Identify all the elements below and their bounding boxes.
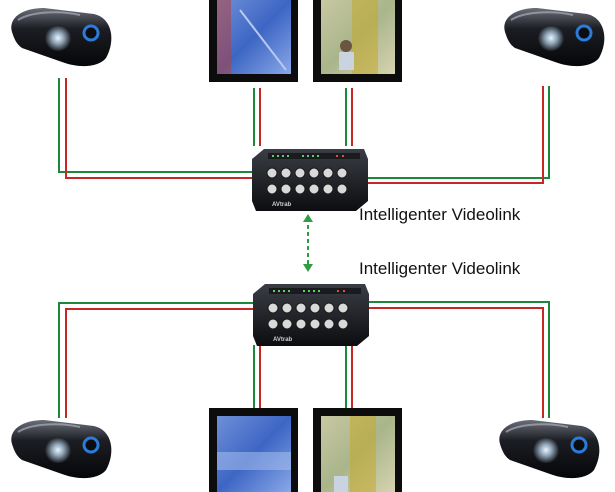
dashed-double-arrow-icon xyxy=(303,214,313,272)
cable-top-left-camera xyxy=(58,78,252,173)
dome-camera-icon xyxy=(11,420,112,479)
cable-bottom-left-camera-red xyxy=(65,308,253,418)
lower-link-label: Intelligenter Videolink xyxy=(359,259,521,278)
cable-bottom-right-camera xyxy=(369,301,550,418)
video-monitor-icon xyxy=(313,408,402,492)
switch-brand-label: AVtrab xyxy=(272,202,292,208)
cable-bottom-right-camera-red xyxy=(369,307,544,418)
video-monitor-icon xyxy=(209,0,298,82)
upper-link-label: Intelligenter Videolink xyxy=(359,205,521,224)
network-switch-icon: AVtrab xyxy=(253,284,369,346)
cable-top-right-camera xyxy=(368,86,550,179)
dome-camera-icon xyxy=(504,8,605,67)
cable-bottom-left-camera xyxy=(58,302,253,418)
video-monitor-icon xyxy=(209,408,298,492)
cable-top-right-camera-red xyxy=(368,86,544,184)
cable-top-left-camera-red xyxy=(65,78,252,179)
switch-brand-label: AVtrab xyxy=(273,337,293,343)
cable-group xyxy=(58,78,550,418)
network-switch-icon: AVtrab xyxy=(252,149,368,211)
dome-camera-icon xyxy=(11,8,112,67)
dome-camera-icon xyxy=(499,420,600,479)
video-monitor-icon xyxy=(313,0,402,82)
